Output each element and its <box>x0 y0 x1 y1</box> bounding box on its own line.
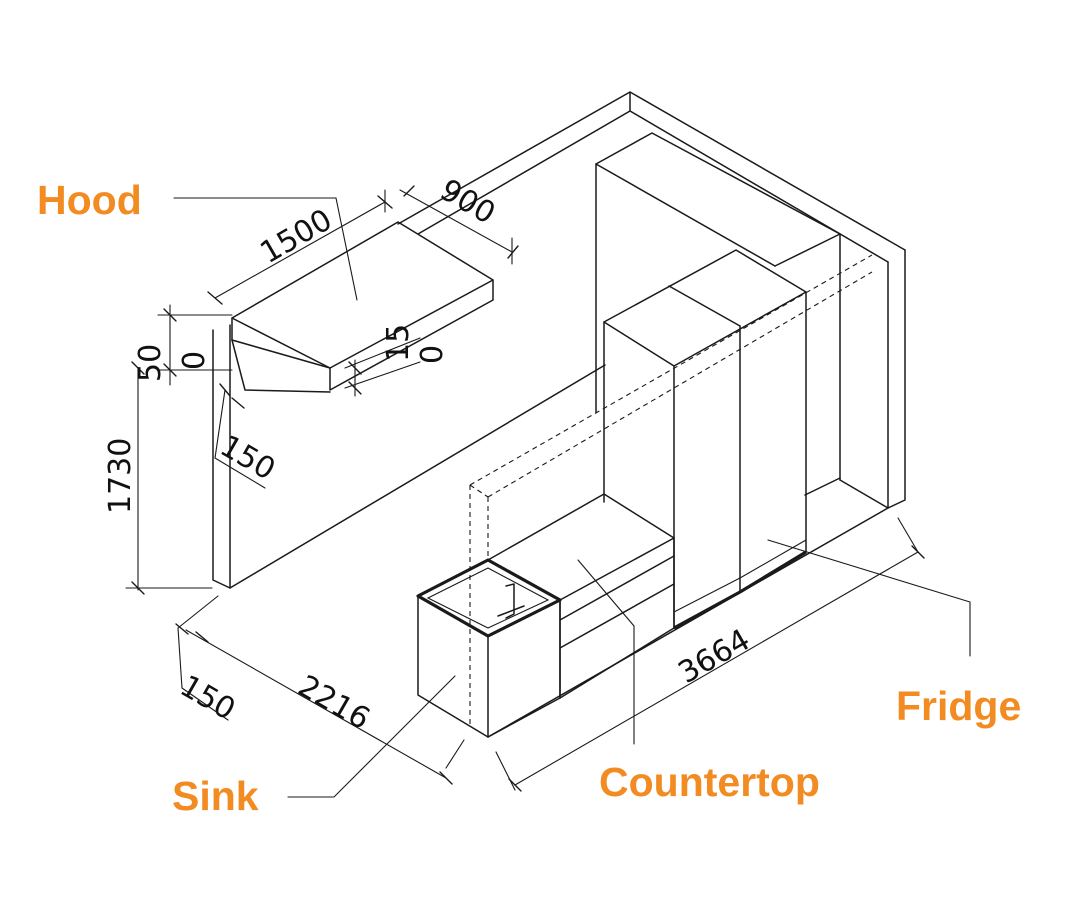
label-countertop: Countertop <box>599 759 820 805</box>
dimension-lines <box>125 185 925 792</box>
dim-hood-offset: 150 <box>214 429 281 488</box>
label-fridge: Fridge <box>896 683 1021 729</box>
dim-front-length: 3664 <box>673 622 757 690</box>
tall-cabinet <box>595 132 841 413</box>
countertop-leader <box>577 559 635 745</box>
dashed-guides <box>469 254 873 725</box>
countertop-unit <box>487 493 675 699</box>
hood-leader <box>173 197 358 301</box>
dim-hood-lower-b: 0 <box>415 345 450 364</box>
dim-hood-upper-a: 50 <box>133 344 168 382</box>
room-walls <box>212 91 906 738</box>
dim-hood-lower-a: 15 <box>381 324 416 362</box>
dim-hood-upper-b: 0 <box>177 351 212 370</box>
dimension-texts: 1500 900 50 0 15 0 150 1730 150 2216 366… <box>103 173 756 737</box>
fridge-unit <box>603 249 807 630</box>
component-labels: Hood Sink Countertop Fridge <box>37 177 1021 819</box>
hood-unit <box>231 221 494 393</box>
label-hood: Hood <box>37 177 142 223</box>
dim-hood-width: 1500 <box>255 202 339 270</box>
dim-wall-offset: 150 <box>174 669 241 728</box>
label-sink: Sink <box>172 773 259 819</box>
leader-lines <box>173 197 971 798</box>
sink-leader <box>287 675 456 798</box>
dim-hood-height: 1730 <box>103 438 138 514</box>
dim-hood-depth: 900 <box>434 173 501 232</box>
dim-side-length: 2216 <box>292 669 376 737</box>
sink-unit <box>416 558 562 738</box>
fridge-leader <box>767 539 971 657</box>
